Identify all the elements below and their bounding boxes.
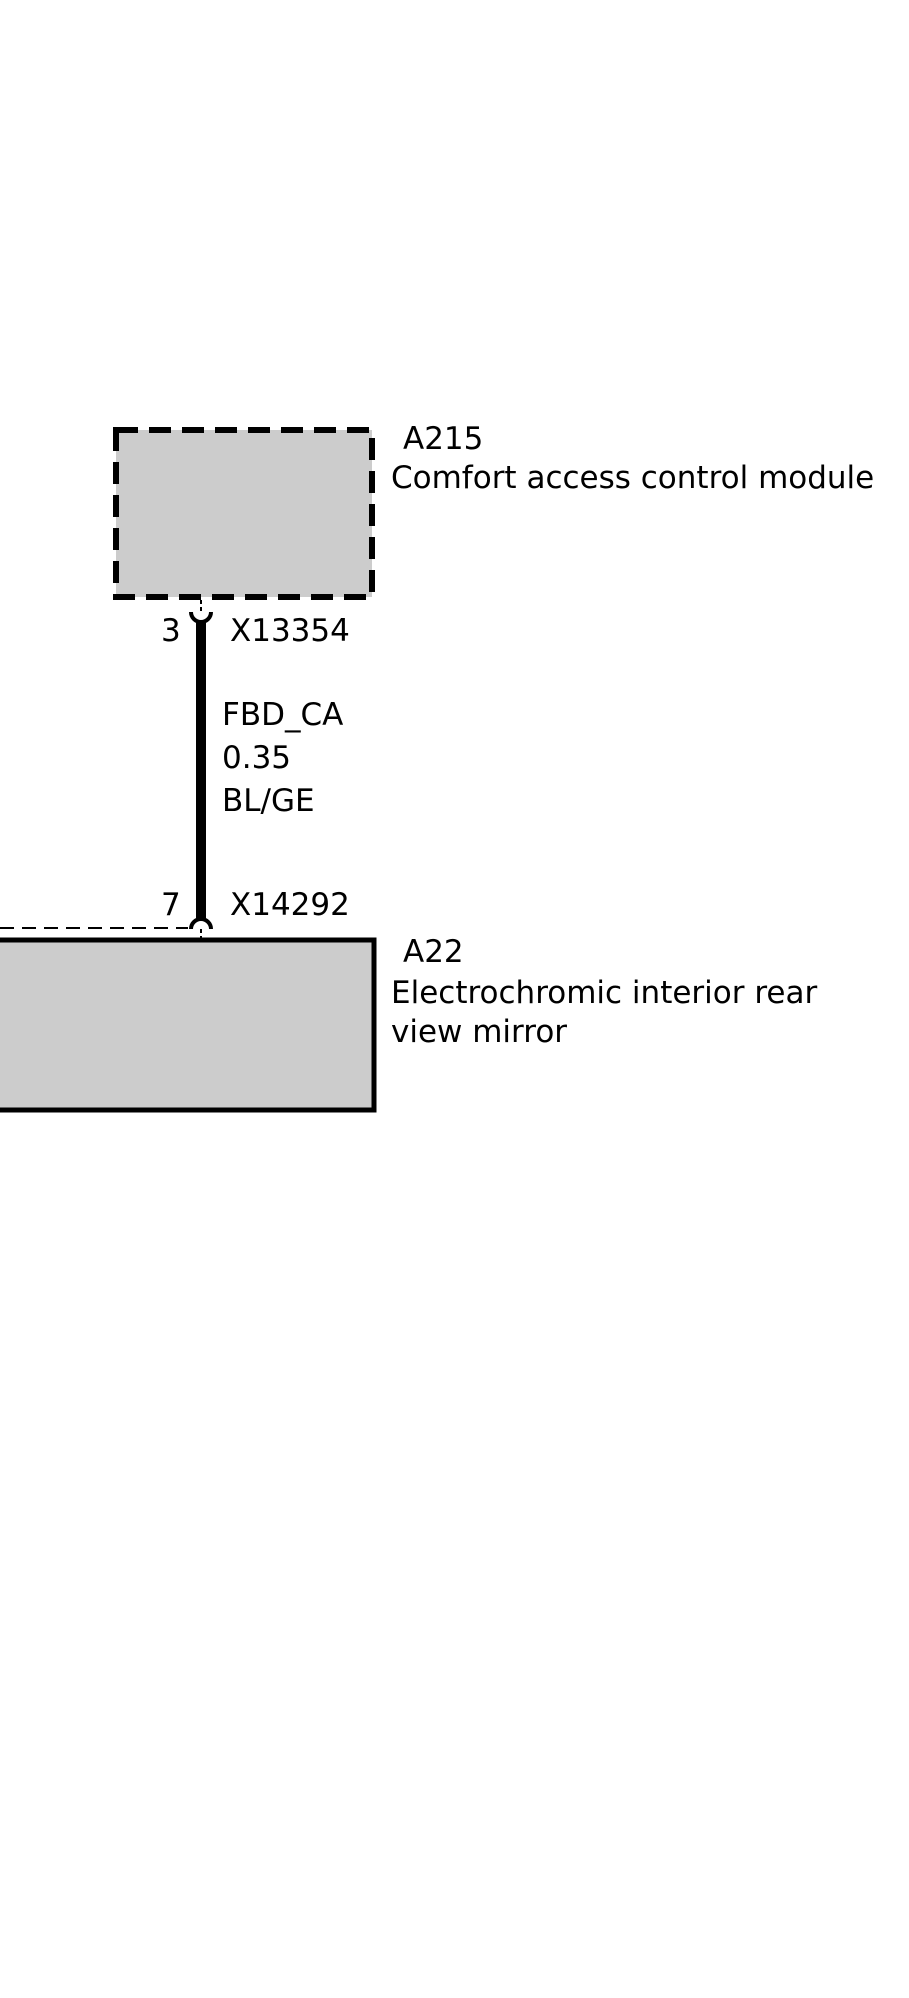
connector-x13354-id: X13354 <box>230 613 350 649</box>
connector-x13354-pin: 3 <box>161 613 181 649</box>
connector-x13354-socket-icon[interactable] <box>189 611 213 624</box>
module-a22-id: A22 <box>403 934 464 970</box>
connector-x14292-pin: 7 <box>161 887 181 923</box>
wire-color-label: BL/GE <box>222 783 315 819</box>
module-a215-name: Comfort access control module <box>391 460 874 496</box>
wire-gauge-label: 0.35 <box>222 740 291 776</box>
connector-x14292-socket-icon[interactable] <box>189 917 213 930</box>
wire-signal-label: FBD_CA <box>222 697 343 733</box>
module-a22-name-line1: Electrochromic interior rear <box>391 975 817 1011</box>
module-a22-name-line2: view mirror <box>391 1014 567 1050</box>
connector-x14292-id: X14292 <box>230 887 350 923</box>
module-a22-box[interactable] <box>0 937 377 1113</box>
module-a215-box[interactable] <box>113 427 375 600</box>
module-a215-id: A215 <box>403 421 483 457</box>
